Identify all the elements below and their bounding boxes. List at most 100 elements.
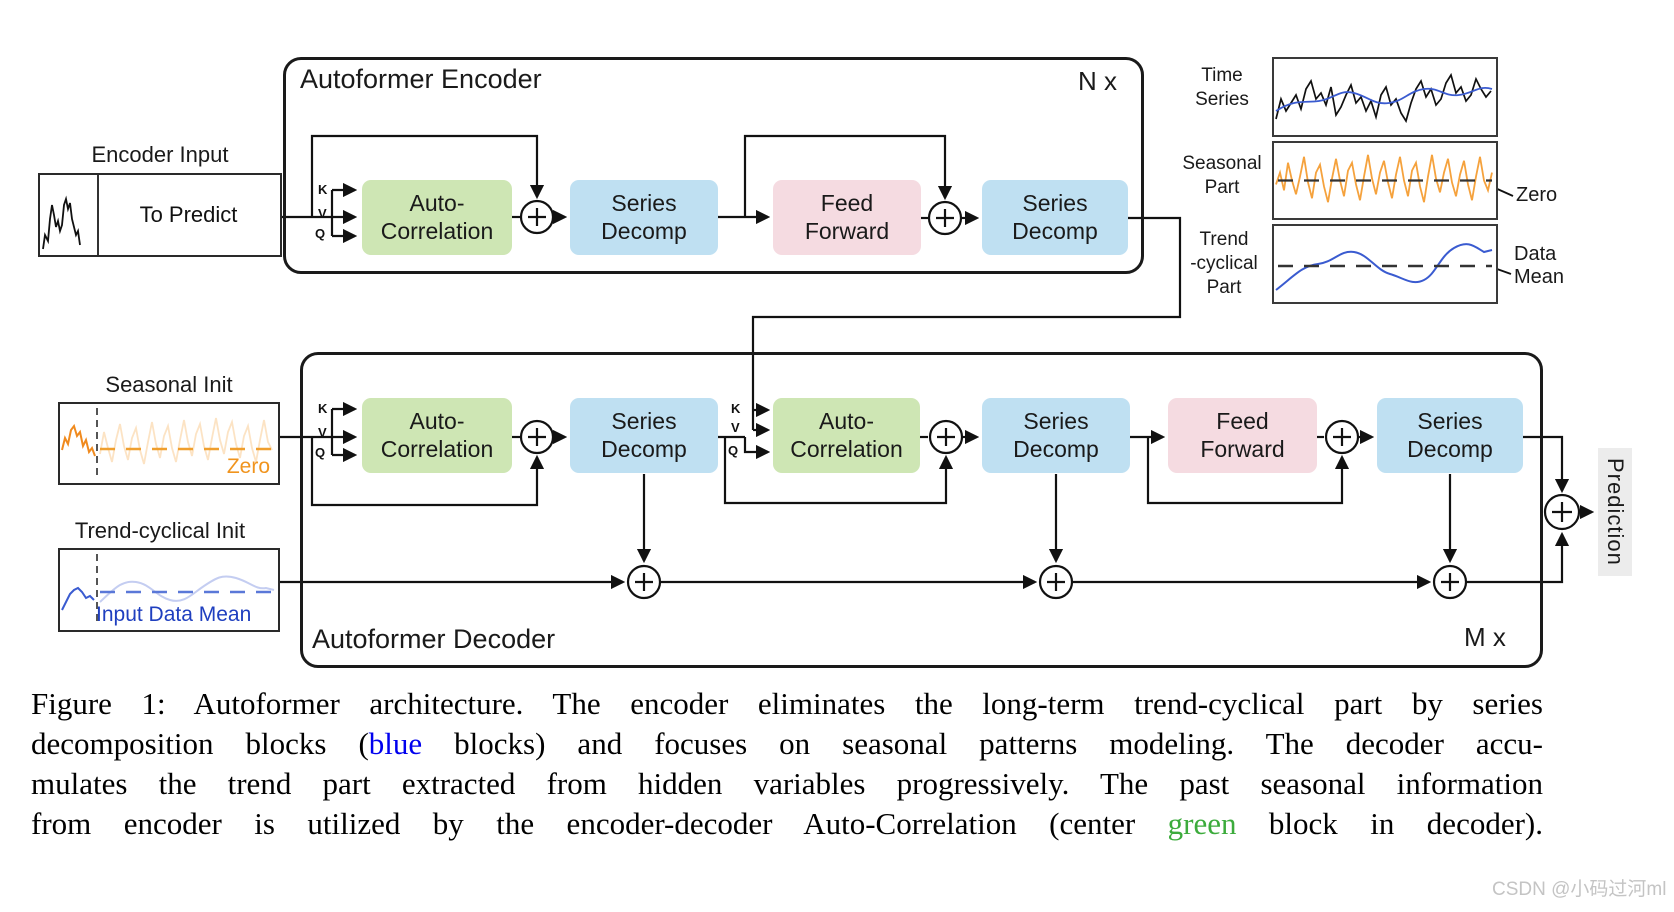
trend-panel: [1272, 224, 1498, 304]
block-label-line: Decomp: [1013, 435, 1099, 462]
seasonal-panel-label: Seasonal Part: [1176, 152, 1268, 200]
figure-caption: Figure 1: Autoformer architecture. The e…: [31, 684, 1543, 844]
encoder-series-decomp-block-2: Series Decomp: [982, 180, 1128, 255]
decoder-feed-forward-block: Feed Forward: [1168, 398, 1317, 473]
caption-blue-word: blue: [368, 726, 423, 761]
trend-add-node-2: [1038, 564, 1074, 600]
trend-add-node-1: [626, 564, 662, 600]
encoder-repeat-label: N x: [1078, 66, 1117, 96]
zero-annotation: Zero: [1516, 184, 1558, 206]
label-line: -cyclical: [1190, 252, 1258, 274]
decoder-series-decomp-block-1: Series Decomp: [570, 398, 718, 473]
block-label-line: Forward: [1200, 435, 1285, 462]
block-label-line: Decomp: [1407, 435, 1493, 462]
trend-init-box: Input Data Mean: [58, 548, 280, 632]
decoder-repeat-label: M x: [1464, 622, 1506, 652]
trend-init-plot: [61, 554, 275, 626]
csdn-watermark: CSDN @小码过河ml: [1492, 879, 1667, 900]
block-label-line: Correlation: [380, 217, 494, 244]
label-line: Data: [1514, 243, 1557, 265]
seasonal-plot: [1275, 154, 1493, 203]
trend-add-node-3: [1432, 564, 1468, 600]
caption-line-4: from encoder is utilized by the encoder-…: [31, 804, 1543, 844]
block-label-line: Feed: [820, 189, 874, 216]
block-label-line: Series: [1022, 189, 1088, 216]
caption-text: from encoder is utilized by the encoder-…: [31, 806, 1168, 841]
seasonal-init-plot: [61, 408, 274, 479]
decoder-auto-correlation-block-2: Auto- Correlation: [773, 398, 920, 473]
block-label-line: Auto-: [409, 407, 465, 434]
encoder-input-sparkline: [42, 195, 81, 250]
label-line: Trend: [1199, 229, 1249, 250]
decoder-v-label-1: V: [318, 425, 327, 440]
encoder-add-node-2: [927, 200, 963, 236]
time-series-panel: [1272, 57, 1498, 137]
encoder-q-label: Q: [315, 226, 326, 241]
seasonal-init-zero-label: Zero: [226, 455, 270, 478]
block-label-line: Correlation: [790, 435, 903, 462]
encoder-input-divider: [97, 175, 99, 255]
label-line: Part: [1204, 176, 1240, 198]
block-label-line: Auto-: [409, 189, 465, 216]
encoder-series-decomp-block-1: Series Decomp: [570, 180, 718, 255]
decoder-add-node-3: [1324, 419, 1360, 455]
decoder-box: [300, 352, 1543, 668]
decoder-k-label-1: K: [318, 401, 328, 416]
block-label-line: Decomp: [1012, 217, 1098, 244]
block-label-line: Series: [611, 407, 677, 434]
encoder-input-label: Encoder Input: [91, 142, 229, 167]
label-line: Time: [1201, 65, 1243, 86]
decoder-add-node-2: [928, 419, 964, 455]
block-label-line: Decomp: [601, 217, 687, 244]
final-add-node: [1543, 493, 1581, 531]
caption-text: decomposition blocks (: [31, 726, 369, 761]
encoder-feed-forward-block: Feed Forward: [773, 180, 921, 255]
caption-line-1: Figure 1: Autoformer architecture. The e…: [31, 686, 1543, 721]
label-line: Part: [1206, 276, 1242, 298]
encoder-title: Autoformer Encoder: [300, 64, 542, 94]
add-nodes: [519, 199, 1581, 600]
encoder-input-box: To Predict: [38, 173, 282, 257]
decoder-series-decomp-block-3: Series Decomp: [1377, 398, 1523, 473]
block-label-line: Feed: [1216, 407, 1269, 434]
encoder-auto-correlation-block: Auto- Correlation: [362, 180, 512, 255]
label-line: Series: [1195, 88, 1249, 110]
seasonal-panel: [1272, 141, 1498, 220]
decoder-series-decomp-block-2: Series Decomp: [982, 398, 1130, 473]
trend-panel-label: Trend -cyclical Part: [1178, 228, 1270, 299]
to-predict-label: To Predict: [139, 202, 238, 227]
seasonal-init-box: Zero: [58, 402, 280, 485]
encoder-box: [283, 57, 1144, 274]
encoder-k-label: K: [318, 182, 328, 197]
block-label-line: Decomp: [601, 435, 687, 462]
prediction-label: Prediction: [1598, 448, 1632, 576]
block-label-line: Auto-: [819, 407, 874, 434]
block-label-line: Correlation: [380, 435, 494, 462]
decoder-q-label-2: Q: [728, 443, 739, 458]
caption-line-3: mulates the trend part extracted from hi…: [31, 766, 1543, 801]
trend-init-mean-label: Input Data Mean: [96, 603, 252, 626]
caption-text: block in decoder).: [1236, 806, 1543, 841]
trend-plot: [1275, 243, 1493, 291]
encoder-add-node-1: [519, 199, 555, 235]
decoder-auto-correlation-block-1: Auto- Correlation: [362, 398, 512, 473]
encoder-v-label: V: [318, 206, 327, 221]
decoder-v-label-2: V: [731, 420, 740, 435]
decoder-title: Autoformer Decoder: [312, 624, 556, 654]
label-line: Mean: [1514, 266, 1565, 288]
prediction-text: Prediction: [1603, 458, 1628, 566]
caption-line-2: decomposition blocks (blue blocks) and f…: [31, 724, 1543, 764]
block-label-line: Series: [1417, 407, 1483, 434]
trend-init-label: Trend-cyclical Init: [74, 518, 246, 543]
label-line: Seasonal: [1182, 153, 1262, 174]
block-label-line: Series: [1023, 407, 1089, 434]
decoder-k-label-2: K: [731, 401, 741, 416]
decoder-add-node-1: [519, 419, 555, 455]
caption-text: blocks) and focuses on seasonal patterns…: [422, 726, 1543, 761]
seasonal-init-label: Seasonal Init: [105, 372, 233, 397]
block-label-line: Series: [611, 189, 677, 216]
time-series-plot: [1275, 72, 1493, 124]
time-series-panel-label: Time Series: [1176, 64, 1268, 112]
caption-green-word: green: [1167, 806, 1237, 841]
